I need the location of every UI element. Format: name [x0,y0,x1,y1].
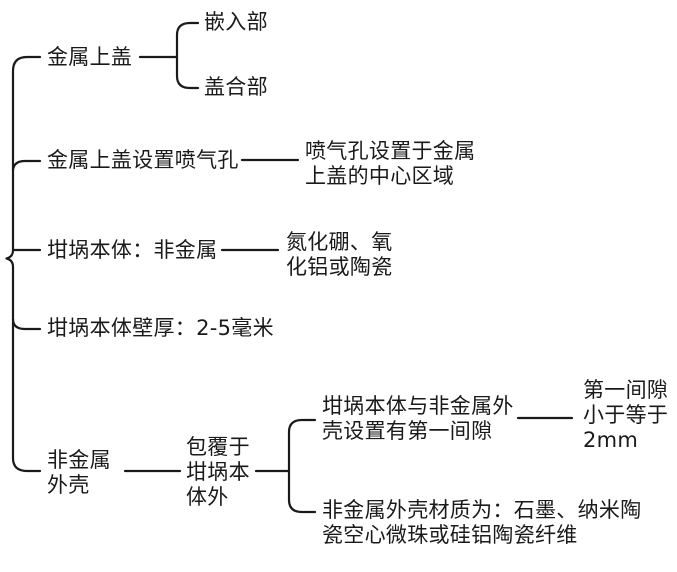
node-wall-thickness: 坩埚本体壁厚：2-5毫米 [47,316,274,340]
node-crucible-material: 氮化硼、氧 化铝或陶瓷 [286,230,393,279]
node-shell-wrap: 包覆于 坩埚本 体外 [186,435,250,509]
node-shell-material: 非金属外壳材质为：石墨、纳米陶 瓷空心微珠或硅铝陶瓷纤维 [322,498,642,547]
node-outer-shell: 非金属 外壳 [47,448,111,497]
node-crucible-body: 坩埚本体：非金属 [47,238,218,262]
node-cover-part: 盖合部 [204,75,268,99]
branch-tick-vent-hole [11,159,42,172]
node-embed-part: 嵌入部 [204,10,268,34]
node-gap: 坩埚本体与非金属外 壳设置有第一间隙 [322,394,514,443]
node-gap-size: 第一间隙 小于等于 2mm [583,378,669,452]
node-vent-hole: 金属上盖设置喷气孔 [47,148,239,172]
bracket-shell-children [287,418,317,514]
root-brace [5,55,42,473]
node-metal-cover: 金属上盖 [47,45,133,69]
bracket-metal-cover-children [175,21,200,90]
branch-tick-wall-thickness [11,317,42,331]
node-vent-hole-detail: 喷气孔设置于金属 上盖的中心区域 [305,139,476,188]
